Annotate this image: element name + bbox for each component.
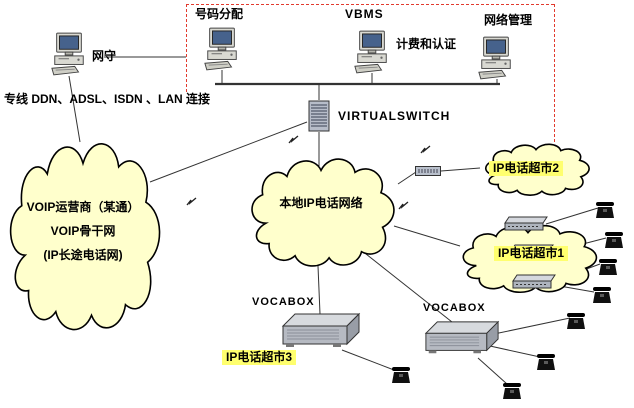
virtual-switch-icon <box>308 100 330 132</box>
gatekeeper-workstation-icon <box>50 32 88 76</box>
voip-backbone-line3: (IP长途电话网) <box>43 248 123 262</box>
lightning-icon <box>288 134 300 146</box>
ip-phone-icon <box>502 382 522 400</box>
ip-phone-icon <box>595 201 615 219</box>
ip-phone-icon <box>592 286 612 304</box>
vocabox-icon <box>280 312 362 352</box>
ip-phone-supermarket2-label: IP电话超市2 <box>489 161 564 177</box>
network-mgmt-workstation-icon <box>477 36 515 80</box>
ip-phone-icon <box>598 258 618 276</box>
vbms-label: VBMS <box>345 7 384 21</box>
lan-switch-icon <box>512 274 556 289</box>
ip-phone-icon <box>604 231 624 249</box>
vocabox-icon <box>424 318 500 360</box>
ip-phone-icon <box>391 366 411 384</box>
lightning-icon <box>420 144 432 156</box>
billing-auth-label: 计费和认证 <box>396 37 457 51</box>
number-allocation-label: 号码分配 <box>195 7 244 21</box>
access-line-text: 专线 DDN、ADSL、ISDN 、LAN 连接 <box>4 92 210 106</box>
local-ip-network-label: 本地IP电话网络 <box>279 196 363 210</box>
number-allocation-workstation-icon <box>203 27 241 71</box>
lightning-icon <box>186 196 198 208</box>
hub-icon <box>415 166 441 176</box>
network-mgmt-label: 网络管理 <box>484 13 533 27</box>
ip-phone-icon <box>566 312 586 330</box>
ip-phone-supermarket1-label: IP电话超市1 <box>494 246 569 262</box>
voip-backbone-line1: VOIP运营商（某通） <box>26 200 140 214</box>
ip-phone-supermarket3-label: IP电话超市3 <box>222 350 297 366</box>
voip-backbone-line2: VOIP骨干网 <box>50 224 116 238</box>
management-zone-border-left <box>186 4 187 92</box>
gatekeeper-label: 网守 <box>92 49 117 63</box>
vocabox-right-label: VOCABOX <box>423 302 486 314</box>
vocabox-center-label: VOCABOX <box>252 296 315 308</box>
management-zone-border-top <box>186 4 554 5</box>
ip-phone-icon <box>536 353 556 371</box>
management-zone-border-right <box>554 4 555 142</box>
billing-auth-workstation-icon <box>353 30 391 74</box>
lan-switch-icon <box>504 216 548 231</box>
cloud-local-ip-network <box>240 150 402 272</box>
virtual-switch-label: VIRTUALSWITCH <box>338 109 451 123</box>
